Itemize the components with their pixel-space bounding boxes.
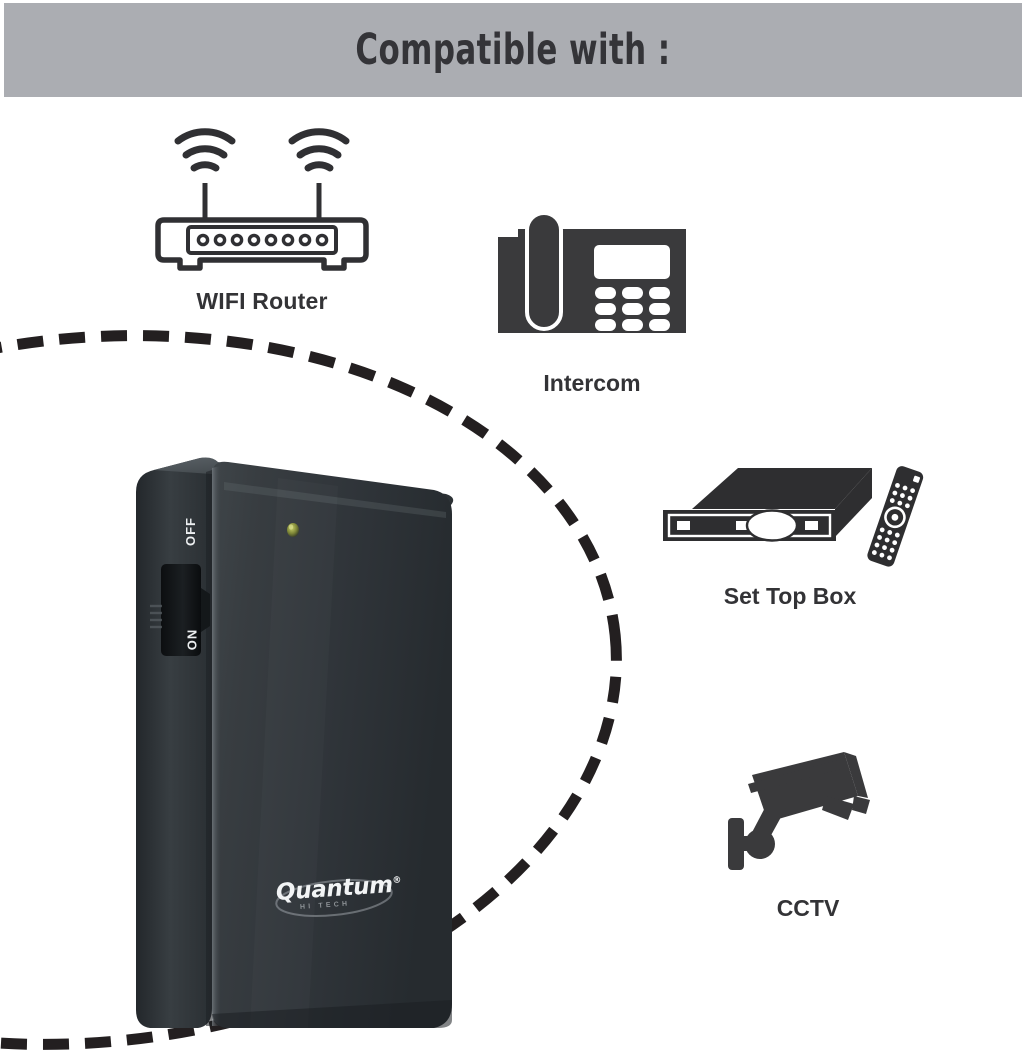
wifi-router-label: WIFI Router (196, 288, 328, 314)
set-top-box-label: Set Top Box (723, 583, 857, 609)
power-switch (161, 564, 201, 656)
quantum-brand-logo: Quantum® HI TECH (268, 872, 408, 920)
quantum-power-device (136, 457, 454, 1028)
logo-swoosh-icon (275, 879, 393, 917)
intercom-label: Intercom (543, 370, 641, 396)
set-top-box-icon (663, 466, 924, 567)
intercom-phone-icon (498, 211, 686, 333)
page-title: Compatible with : (355, 25, 671, 75)
wifi-router-icon (155, 128, 369, 271)
header-banner: Compatible with : (4, 3, 1022, 97)
brand-trademark: ® (392, 875, 402, 887)
power-led-indicator (287, 523, 299, 537)
cctv-label: CCTV (776, 895, 840, 921)
cctv-camera-icon (728, 752, 870, 870)
switch-off-label: OFF (183, 517, 198, 546)
infographic-canvas: Compatible with : (0, 3, 1022, 1050)
switch-on-label: ON (184, 628, 200, 651)
